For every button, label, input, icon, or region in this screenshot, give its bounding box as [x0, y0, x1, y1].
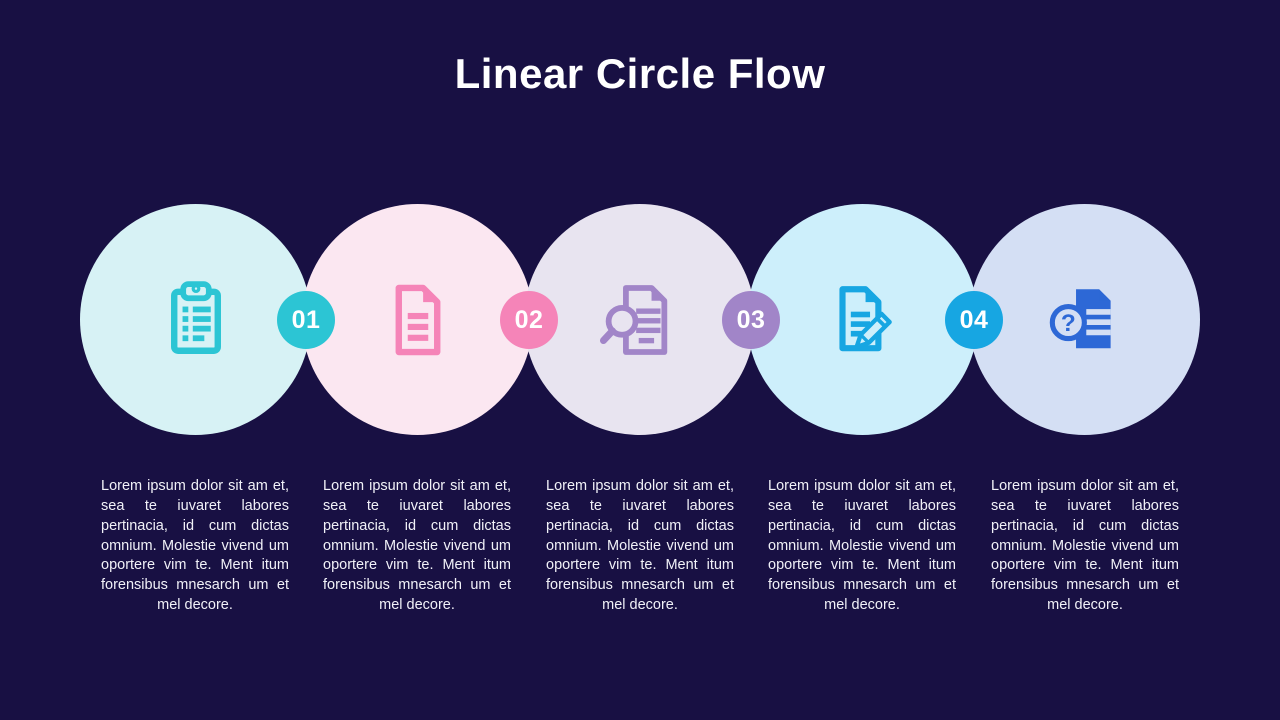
document-icon — [395, 284, 440, 355]
step-circle-1 — [80, 204, 311, 435]
connector-badge-02: 02 — [500, 291, 558, 349]
step-circle-5: ? — [969, 204, 1200, 435]
document-question-icon: ? — [1049, 288, 1111, 348]
step-circle-2 — [302, 204, 533, 435]
step-circle-4 — [747, 204, 978, 435]
badge-number: 01 — [291, 305, 321, 334]
connector-badge-01: 01 — [277, 291, 335, 349]
document-edit-icon — [838, 285, 892, 351]
connector-badge-03: 03 — [722, 291, 780, 349]
step-circle-3 — [524, 204, 755, 435]
step-description-4: Lorem ipsum dolor sit am et, sea te iuva… — [768, 478, 956, 614]
svg-text:?: ? — [1060, 309, 1075, 336]
badge-number: 03 — [736, 305, 766, 334]
badge-number: 04 — [959, 305, 989, 334]
step-description-1: Lorem ipsum dolor sit am et, sea te iuva… — [101, 478, 289, 614]
step-description-2: Lorem ipsum dolor sit am et, sea te iuva… — [323, 478, 511, 614]
connector-badge-04: 04 — [945, 291, 1003, 349]
badge-number: 02 — [514, 305, 544, 334]
slide-title: Linear Circle Flow — [454, 50, 826, 97]
clipboard-checklist-icon — [170, 280, 221, 354]
document-search-icon — [599, 284, 667, 355]
step-description-5: Lorem ipsum dolor sit am et, sea te iuva… — [991, 478, 1179, 614]
step-description-3: Lorem ipsum dolor sit am et, sea te iuva… — [546, 478, 734, 614]
